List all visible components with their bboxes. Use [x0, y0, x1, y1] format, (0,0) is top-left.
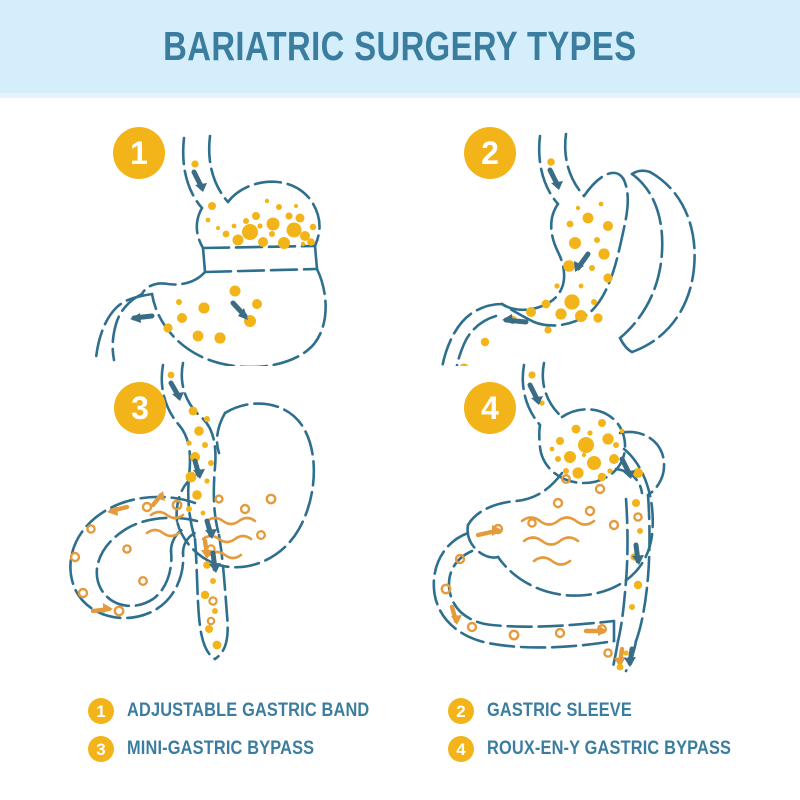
diagram-2-badge: 2 [464, 127, 516, 179]
biliopancreatic-limb-outline-4 [432, 531, 616, 649]
diagram-3-mini-gastric-bypass: 3 [55, 353, 385, 673]
diagram-4-svg: 4 [432, 361, 666, 673]
diagram-1-badge: 1 [113, 127, 165, 179]
bile-flow-arrowheads-4 [451, 525, 626, 667]
diagram-1-number: 1 [130, 135, 148, 171]
food-particles-3 [167, 371, 222, 650]
diagram-4-roux-en-y-gastric-bypass: 4 [410, 353, 750, 673]
flow-arrowheads-2 [502, 181, 584, 324]
legend-item-roux-en-y-gastric-bypass[interactable]: 4 ROUX-EN-Y GASTRIC BYPASS [448, 734, 771, 764]
food-rings-tube-3 [206, 544, 218, 626]
food-particles-pouch-1 [216, 198, 317, 249]
food-particles-limb-4 [528, 371, 643, 671]
diagram-grid: 1 [0, 98, 800, 683]
diagram-3-svg: 3 [69, 361, 316, 661]
flow-arrows-1 [131, 169, 248, 321]
diagram-2-number: 2 [481, 135, 499, 171]
diagram-3-badge: 3 [114, 382, 166, 434]
diagram-1-svg: 1 [94, 127, 327, 366]
legend-badge-2: 2 [448, 698, 474, 724]
bypassed-stomach-outline-4 [466, 447, 655, 597]
legend-badge-4: 4 [448, 736, 474, 762]
food-particles-body-1 [163, 160, 262, 344]
intestine-rings-4 [440, 473, 643, 658]
diagram-4-badge: 4 [464, 382, 516, 434]
legend-badge-1: 1 [88, 698, 114, 724]
food-particles-pouch-4 [549, 419, 625, 482]
flow-arrowheads-3 [172, 392, 221, 573]
flow-arrowheads-1 [130, 183, 248, 323]
legend-label-3: MINI-GASTRIC BYPASS [127, 738, 315, 759]
digestive-juice-waves-4 [520, 516, 596, 566]
legend: 1 ADJUSTABLE GASTRIC BAND 3 MINI-GASTRIC… [0, 692, 800, 787]
diagram-3-number: 3 [131, 390, 149, 426]
legend-badge-3: 3 [88, 736, 114, 762]
legend-label-2: GASTRIC SLEEVE [487, 700, 632, 721]
pouch-outline-4 [521, 361, 627, 485]
legend-item-mini-gastric-bypass[interactable]: 3 MINI-GASTRIC BYPASS [88, 734, 345, 764]
diagram-2-gastric-sleeve: 2 [418, 106, 758, 366]
flow-arrowheads-4 [531, 396, 644, 667]
legend-item-adjustable-gastric-band[interactable]: 1 ADJUSTABLE GASTRIC BAND [88, 696, 409, 726]
bile-flow-arrowheads-3 [103, 491, 212, 613]
legend-label-1: ADJUSTABLE GASTRIC BAND [127, 700, 370, 721]
diagram-1-adjustable-gastric-band: 1 [60, 106, 390, 366]
header-band: BARIATRIC SURGERY TYPES [0, 0, 800, 93]
intestinal-loop-outline-3 [69, 495, 199, 620]
diagram-4-number: 4 [481, 390, 499, 426]
legend-item-gastric-sleeve[interactable]: 2 GASTRIC SLEEVE [448, 696, 656, 726]
legend-label-4: ROUX-EN-Y GASTRIC BYPASS [487, 738, 732, 759]
intestine-rings-3 [69, 493, 277, 617]
header-underline [0, 93, 800, 98]
diagram-2-svg: 2 [441, 127, 696, 366]
page-title: BARIATRIC SURGERY TYPES [163, 23, 637, 69]
